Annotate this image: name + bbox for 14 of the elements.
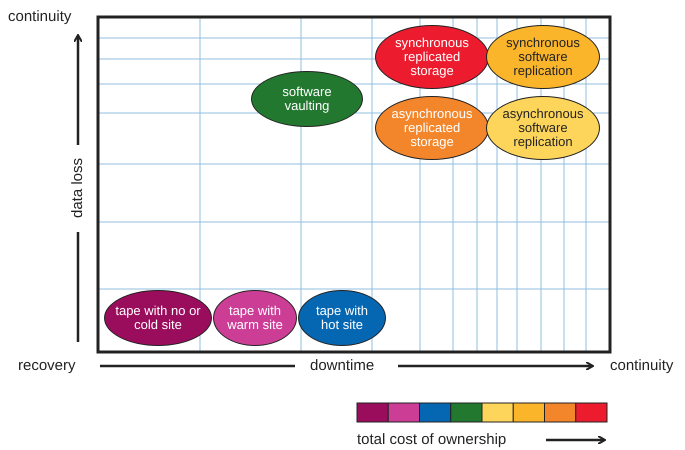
axis-title: data loss (70, 158, 86, 218)
node-label: tape with no or cold site (114, 304, 202, 332)
node-label: tape with hot site (314, 304, 370, 332)
node-label: asynchronous replicated storage (390, 107, 474, 149)
node-label: asynchronous software replication (502, 107, 584, 149)
node-label: synchronous replicated storage (394, 36, 470, 78)
axis-end-label: recovery (18, 358, 76, 374)
node-label: tape with warm site (226, 304, 284, 332)
node-label: software vaulting (281, 85, 333, 113)
axis-title: downtime (310, 358, 374, 374)
axis-end-label: continuity (610, 358, 674, 374)
axis-end-label: continuity (8, 9, 72, 25)
scale-label: total cost of ownership (357, 432, 506, 448)
node-label: synchronous software replication (505, 36, 581, 78)
